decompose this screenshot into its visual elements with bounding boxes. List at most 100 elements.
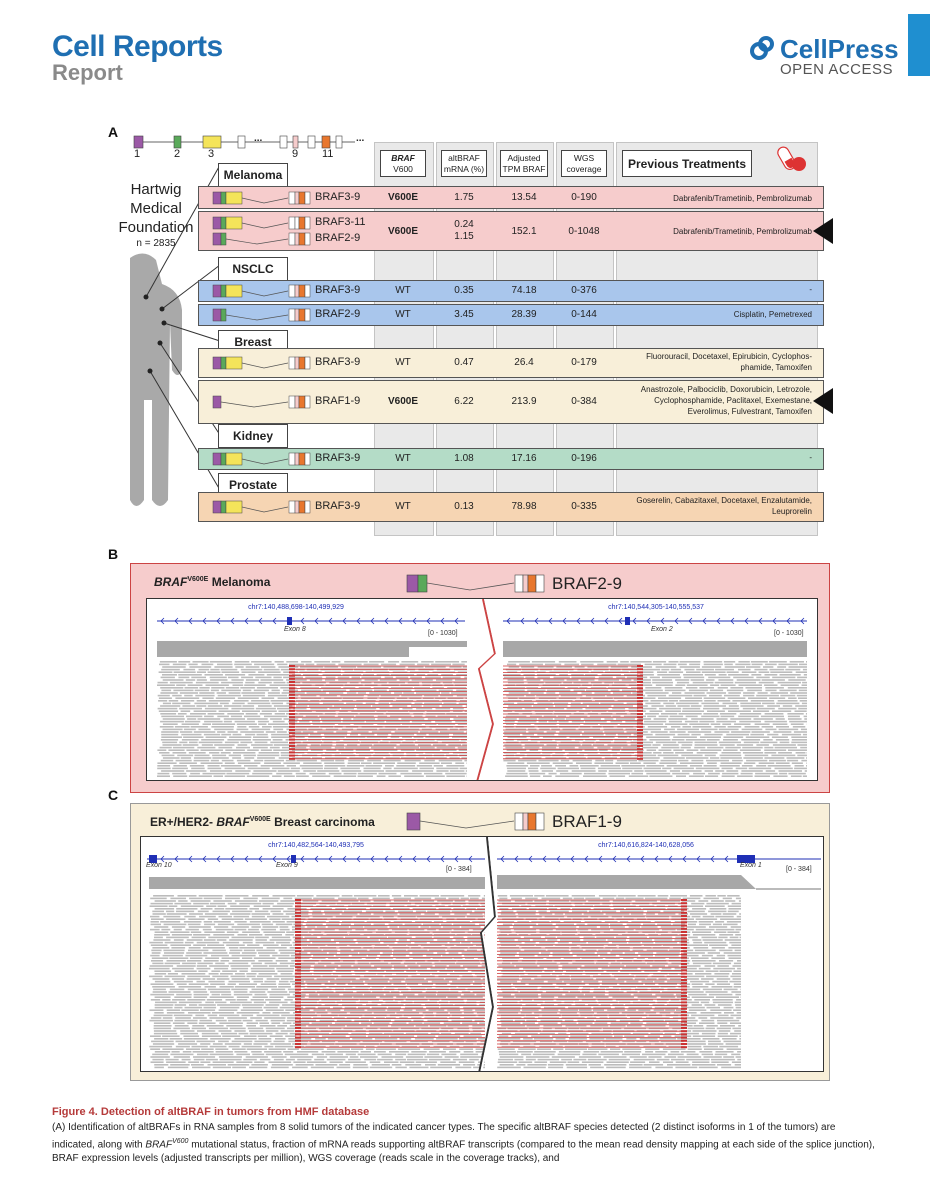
read [186,978,201,980]
isoform-label: BRAF3-11 [315,216,366,228]
read [757,692,768,694]
read [153,895,174,897]
read [390,687,413,689]
read [407,1058,428,1061]
split-read-segment [289,665,295,667]
read [598,895,617,897]
read [736,999,741,1001]
read [352,1066,369,1069]
read [540,687,565,689]
read [722,707,740,710]
read [438,928,452,931]
read [798,697,807,699]
read [441,1053,457,1056]
read [595,741,611,744]
read [788,749,807,751]
read [735,663,751,666]
wgs-value: 0-376 [571,285,597,296]
read [314,965,325,967]
split-read-segment [637,719,643,722]
read [728,947,741,949]
read [256,733,268,736]
read [557,1004,572,1006]
read [154,926,169,928]
read [193,1058,205,1061]
read [558,926,577,928]
read [157,694,170,697]
read [264,1017,286,1019]
read [655,1066,673,1069]
strand-arrow [454,855,459,863]
read [681,965,701,967]
read [594,692,611,694]
read [720,918,741,920]
read [184,687,199,689]
split-read-segment [295,937,301,940]
read [173,1056,190,1058]
read [467,915,483,918]
read [272,726,294,728]
read [711,900,724,902]
read [584,921,602,923]
read [460,1053,479,1056]
read [640,681,652,684]
read [785,668,801,671]
read [692,986,709,988]
read [258,752,280,754]
read [405,1032,429,1035]
read [558,1051,581,1053]
read [172,999,186,1001]
read [197,910,209,913]
read [669,715,684,718]
read [269,939,292,941]
read [400,757,425,759]
read [373,913,398,915]
read [670,1051,680,1053]
read [722,913,737,915]
read [720,762,742,764]
strand-arrow [244,617,249,625]
read [569,715,588,718]
read [610,1022,629,1024]
read [328,957,339,959]
read [324,765,346,767]
read [410,676,422,679]
read [583,775,607,777]
read [621,749,644,751]
read [425,676,441,679]
read [365,702,376,705]
read [684,692,705,694]
read [541,1009,559,1011]
read [350,1012,372,1014]
read [619,921,629,923]
read [373,1012,395,1014]
panel-c-exon-10: Exon 10 [146,862,172,869]
read [621,765,646,767]
read [349,1035,366,1037]
read [773,731,792,733]
strand-arrow [440,617,445,625]
read [612,900,632,902]
read [548,720,558,723]
read [280,668,294,671]
read [236,1053,250,1056]
read [806,757,807,759]
read [357,962,370,965]
read [150,923,161,926]
read [728,692,741,694]
read [801,759,807,762]
read [361,741,379,744]
read [411,975,435,978]
read [716,978,731,980]
read [533,999,554,1001]
read [268,723,289,725]
read [565,1048,587,1050]
split-read-segment [289,681,295,683]
read [676,681,690,684]
read [219,1006,240,1009]
read [321,687,341,689]
read [764,674,778,676]
read [614,1006,625,1009]
read [404,775,424,777]
read [328,952,337,954]
